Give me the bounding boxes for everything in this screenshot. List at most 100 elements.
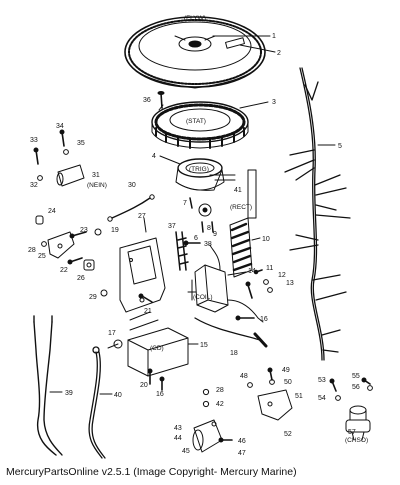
callout-20: 20 [140,382,148,389]
callout-28a: 28 [28,247,36,254]
callout-50: 50 [284,379,292,386]
callout-19: 19 [111,227,119,234]
cable-39 [33,315,63,456]
callout-51: 51 [295,393,303,400]
callout-12: 12 [278,272,286,279]
screw-20 [147,368,153,385]
callout-11: 11 [266,265,273,272]
callout-43: 43 [174,425,182,432]
callout-40: 40 [114,392,122,399]
leader-2 [239,44,276,53]
callout-49: 49 [282,367,290,374]
callout-numbers: 1 2 3 4 5 6 7 8 9 10 11 12 13 14 15 16 1… [28,33,360,457]
callout-13: 13 [286,280,294,287]
callout-15: 15 [200,342,208,349]
flywheel [124,16,266,89]
callout-41: 41 [234,187,242,194]
starter-solenoid [192,419,223,453]
washer-28b [202,388,210,396]
washer-42 [202,400,210,408]
callout-31: 31 [92,172,100,179]
callout-45: 45 [182,448,190,455]
callout-17: 17 [108,330,116,337]
callout-16a: 16 [260,316,268,323]
callout-22: 22 [60,267,68,274]
screw-16a [235,315,255,321]
washer-32 [37,175,43,181]
callout-36: 36 [143,97,151,104]
callout-55: 55 [352,373,360,380]
screw-36 [157,91,165,109]
screw-38 [183,240,201,246]
bracket-25 [47,231,75,259]
rectifier [229,217,253,278]
callout-6: 6 [194,235,198,242]
callout-16b: 16 [156,391,164,398]
callout-47: 47 [238,450,246,457]
label-trig: (TRIG) [189,166,209,173]
callout-29: 29 [89,294,97,301]
screw-11 [253,269,263,275]
callout-38: 38 [204,241,212,248]
label-coil: (COIL) [193,294,213,301]
screw-23 [69,231,87,239]
nut-35 [63,149,69,155]
nut-28 [41,241,47,247]
grommet-26 [83,259,95,271]
callout-8: 8 [207,225,211,232]
callout-46: 46 [238,438,246,445]
callout-48: 48 [240,373,248,380]
screw-16b [159,376,165,391]
leader-10 [251,237,261,241]
cable-30 [107,194,155,222]
callout-23: 23 [80,227,88,234]
leader-3 [239,101,269,109]
copyright-caption: MercuryPartsOnline v2.5.1 (Image Copyrig… [6,466,297,478]
callout-21: 21 [144,308,152,315]
choke-solenoid [345,405,371,441]
callout-18: 18 [230,350,238,357]
screw-46 [218,437,233,443]
washer-19 [94,228,102,236]
callout-54: 54 [318,395,326,402]
callout-30: 30 [128,182,136,189]
callout-42: 42 [216,401,224,408]
trigger [175,158,236,191]
bracket-52 [257,389,293,421]
callout-2: 2 [277,50,281,57]
stator [151,101,249,149]
cable-40 [88,346,106,459]
retainer-37 [175,231,189,271]
washer-50 [269,379,275,385]
callout-4: 4 [152,153,156,160]
screw-22 [67,257,83,265]
callout-1: 1 [272,33,276,40]
screw-49 [267,367,273,381]
label-stat: (STAT) [186,118,206,125]
callout-7: 7 [183,200,187,207]
callout-14: 14 [248,268,256,275]
label-flyw: (FLYW) [184,15,206,22]
nein-module [56,164,85,187]
callout-24: 24 [48,208,56,215]
callout-27: 27 [138,213,146,220]
callout-57: 57 [348,429,356,436]
cd-module [107,311,189,377]
callout-33: 33 [30,137,38,144]
rect-terminal [189,197,214,233]
spark-plug-lead-18 [194,317,268,348]
washer-54 [335,395,341,401]
screw-21 [138,293,153,303]
callout-3: 3 [272,99,276,106]
callout-53: 53 [318,377,326,384]
callout-26: 26 [77,275,85,282]
callout-39: 39 [65,390,73,397]
screw-53 [329,378,337,392]
callout-34: 34 [56,123,64,130]
screw-34 [59,129,65,147]
nut-12 [263,279,269,285]
callout-5: 5 [338,143,342,150]
callout-44: 44 [174,435,182,442]
washer-56 [367,385,373,391]
